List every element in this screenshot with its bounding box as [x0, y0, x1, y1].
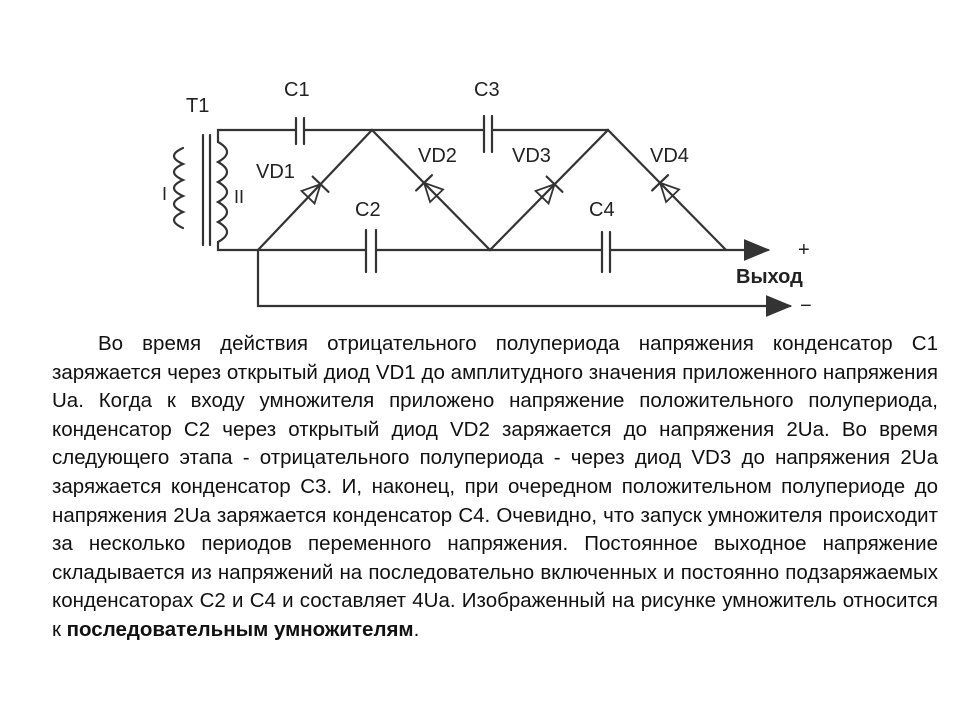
bold-term: последовательным умножителям — [66, 617, 414, 641]
primary-coil — [172, 146, 186, 230]
label-vd2: VD2 — [418, 145, 457, 167]
label-vd1: VD1 — [256, 161, 295, 183]
voltage-multiplier-circuit: T1 I II C1 C3 C2 C4 — [162, 79, 812, 317]
label-plus: + — [798, 239, 810, 261]
label-output: Выход — [736, 266, 803, 288]
transformer-t1: T1 I II — [162, 95, 244, 247]
label-t1: T1 — [186, 95, 209, 117]
diode-chain — [256, 128, 728, 252]
paragraph-body: Во время действия отрицательного полупер… — [52, 332, 938, 641]
label-c1: C1 — [284, 79, 310, 101]
label-c2: C2 — [355, 199, 381, 221]
label-primary: I — [162, 184, 167, 204]
explanation-text: Во время действия отрицательного полупер… — [52, 330, 938, 645]
label-c3: C3 — [474, 79, 500, 101]
top-rail — [216, 128, 610, 144]
diode-vd4 — [651, 174, 681, 204]
diode-vd3 — [533, 175, 564, 206]
label-c4: C4 — [589, 199, 615, 221]
capacitor-c3: C3 — [474, 79, 500, 154]
diode-vd1 — [299, 175, 330, 206]
label-minus: − — [800, 295, 812, 317]
secondary-coil — [215, 140, 229, 244]
capacitor-c1: C1 — [284, 79, 310, 146]
capacitor-c4: C4 — [589, 199, 615, 274]
explanation-paragraph: Во время действия отрицательного полупер… — [52, 330, 938, 645]
capacitor-c2: C2 — [355, 199, 381, 274]
negative-rail — [256, 248, 793, 317]
label-vd4: VD4 — [650, 145, 689, 167]
label-secondary: II — [234, 187, 244, 207]
label-vd3: VD3 — [512, 145, 551, 167]
diode-vd2 — [415, 174, 445, 204]
paragraph-end: . — [413, 617, 420, 641]
